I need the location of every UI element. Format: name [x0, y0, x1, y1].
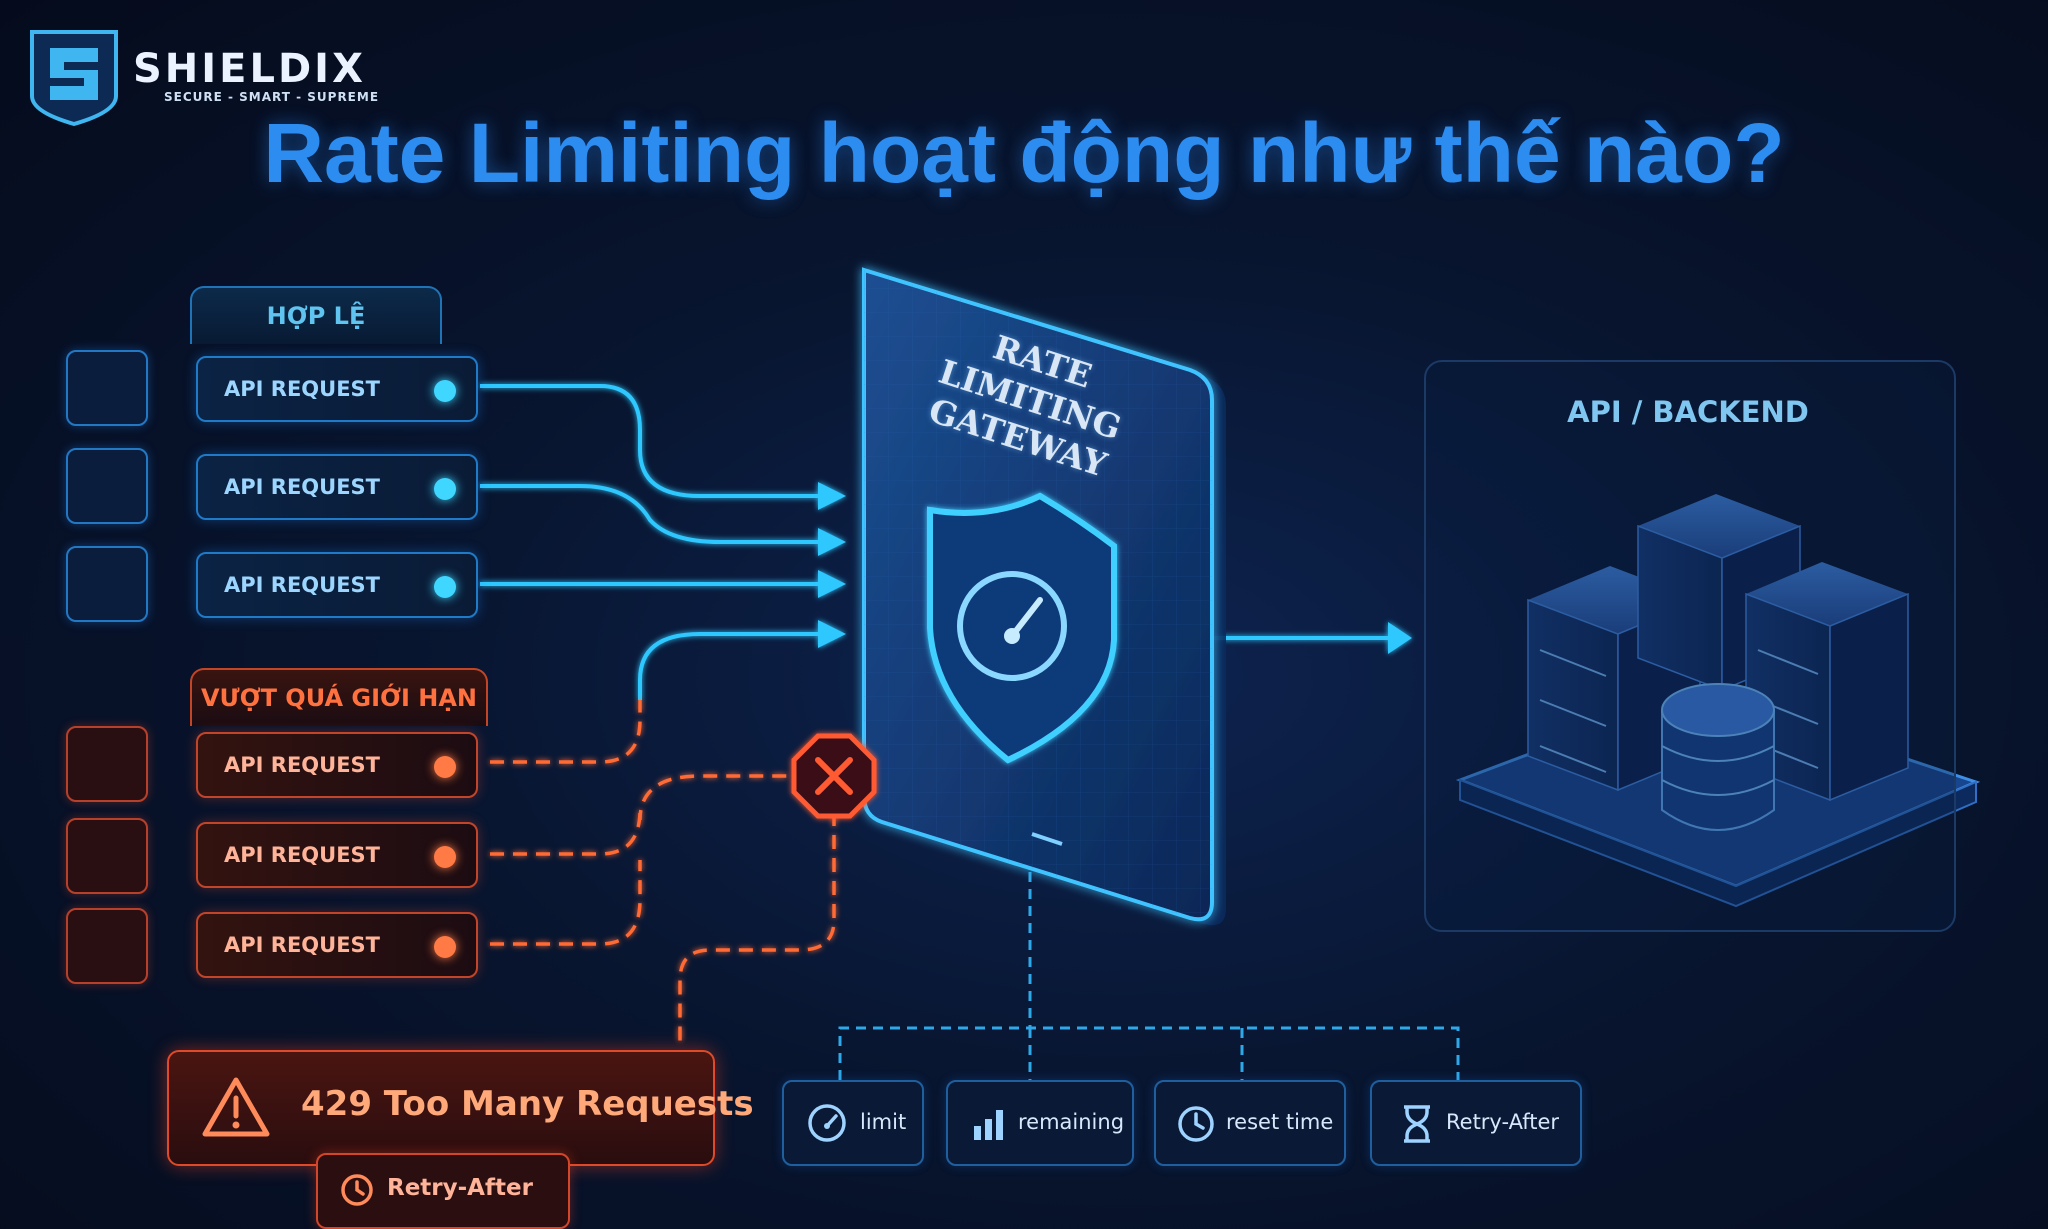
error-message: 429 Too Many Requests [301, 1084, 754, 1124]
request-label: API REQUEST [224, 475, 380, 499]
valid-wire-4 [638, 632, 820, 700]
status-dot [434, 478, 456, 500]
valid-request: API REQUEST [196, 356, 478, 422]
request-label: API REQUEST [224, 753, 380, 777]
valid-request: API REQUEST [196, 552, 478, 618]
clock-icon [341, 1174, 373, 1206]
blocked-request: API REQUEST [196, 912, 478, 978]
over-limit-group-label: VƯỢT QUÁ GIỚI HẠN [190, 668, 488, 726]
valid-wire-1 [480, 384, 820, 498]
valid-wire-2 [480, 484, 820, 544]
retry-after-label: Retry-After [387, 1175, 533, 1201]
clock-icon [1178, 1106, 1214, 1142]
blocked-wire-1 [490, 700, 642, 764]
shieldix-logo-icon [30, 30, 118, 127]
blocked-stop-icon [791, 733, 877, 819]
warning-icon [202, 1077, 270, 1137]
header-limit-label: limit [860, 1110, 907, 1134]
request-label: API REQUEST [224, 843, 380, 867]
blocked-wire-3 [490, 860, 642, 946]
arrowheads [818, 482, 1412, 654]
error-box [167, 1050, 715, 1166]
server-rack-icon [1455, 494, 1981, 908]
hourglass-icon [1404, 1105, 1430, 1143]
request-label: API REQUEST [224, 573, 380, 597]
rate-limiting-gateway [862, 267, 1226, 926]
status-dot [434, 936, 456, 958]
status-dot [434, 576, 456, 598]
retry-after-badge [316, 1153, 570, 1229]
status-dot [434, 756, 456, 778]
status-dot [434, 380, 456, 402]
blocked-request: API REQUEST [196, 822, 478, 888]
user-box-blocked [66, 818, 148, 894]
brand-name: SHIELDIX [133, 46, 366, 92]
header-remaining [946, 1080, 1134, 1166]
header-remaining-label: remaining [1018, 1110, 1125, 1134]
blocked-wire-2 [490, 774, 790, 856]
backend-title: API / BACKEND [1567, 395, 1809, 429]
gauge-icon [808, 1104, 846, 1142]
brand-tagline: SECURE - SMART - SUPREME [164, 90, 380, 104]
user-box-blocked [66, 726, 148, 802]
header-limit [782, 1080, 924, 1166]
reject-down-wire [678, 812, 836, 1048]
header-reset-time [1154, 1080, 1346, 1166]
request-label: API REQUEST [224, 933, 380, 957]
user-box-blocked [66, 908, 148, 984]
database-icon [1661, 683, 1775, 831]
backend-panel [1424, 360, 1956, 932]
header-retry-after-label: Retry-After [1446, 1110, 1560, 1134]
valid-group-label: HỢP LỆ [190, 286, 442, 344]
user-box-valid [66, 350, 148, 426]
header-branch [838, 1026, 1460, 1080]
header-retry-after [1370, 1080, 1582, 1166]
bar-chart-icon [974, 1110, 1003, 1140]
header-reset-time-label: reset time [1226, 1110, 1334, 1134]
blocked-request: API REQUEST [196, 732, 478, 798]
user-box-valid [66, 546, 148, 622]
request-label: API REQUEST [224, 377, 380, 401]
status-dot [434, 846, 456, 868]
page-title: Rate Limiting hoạt động như thế nào? [263, 106, 1785, 200]
shield-gauge-icon [927, 492, 1117, 764]
valid-request: API REQUEST [196, 454, 478, 520]
user-box-valid [66, 448, 148, 524]
